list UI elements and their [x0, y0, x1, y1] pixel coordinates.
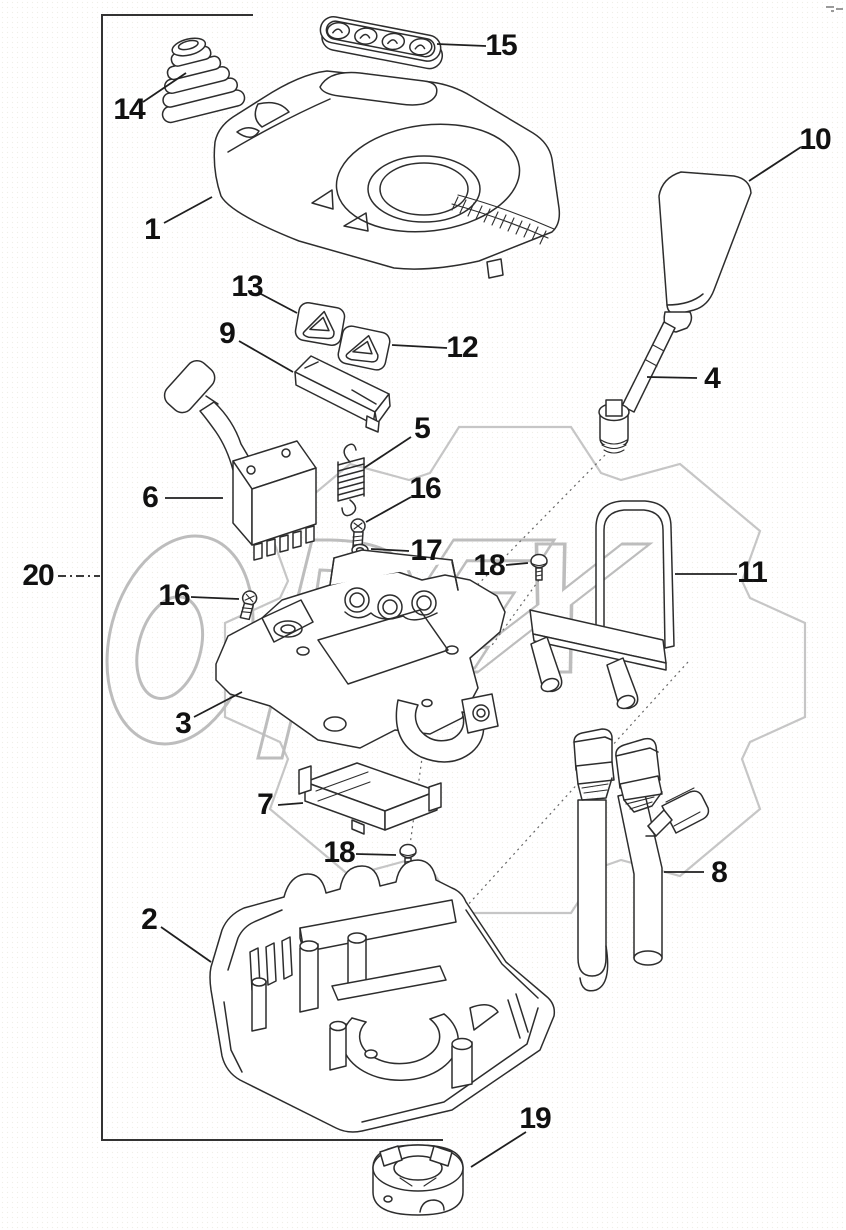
callout-8: 8 — [711, 856, 728, 889]
callout-19: 19 — [519, 1102, 551, 1135]
part-4-lever-shaft — [598, 321, 676, 454]
callout-11: 11 — [737, 556, 768, 589]
callout-15: 15 — [485, 29, 517, 62]
callout-5: 5 — [414, 412, 431, 445]
switch-pins — [253, 525, 315, 561]
shaft-clamp — [395, 693, 499, 763]
callout-10: 10 — [799, 123, 831, 156]
part-8-wiring-harness — [573, 728, 710, 992]
leader-lines — [58, 43, 802, 1168]
callout-9: 9 — [219, 317, 236, 350]
callout-16b: 16 — [158, 579, 190, 612]
part-10-lever-grip — [658, 171, 752, 333]
part-16-screw-upper — [350, 518, 366, 548]
watermark-gear-icon — [223, 425, 807, 915]
callout-18b: 18 — [323, 836, 355, 869]
decal-emblems — [326, 21, 433, 56]
part-9-switch-module — [294, 355, 391, 433]
assembly-group-bracket — [101, 14, 443, 1141]
part-6-trim-switch — [163, 360, 317, 561]
part-7-cover-module — [298, 762, 442, 835]
callout-16a: 16 — [409, 472, 441, 505]
callout-18a: 18 — [473, 549, 505, 582]
callout-12: 12 — [446, 331, 478, 364]
trim-arrows — [311, 189, 369, 232]
callout-7: 7 — [257, 788, 274, 821]
callout-4: 4 — [704, 362, 721, 395]
part-14-rubber-boot — [161, 37, 246, 124]
bracket-pins — [530, 636, 639, 710]
harness-connector-left — [573, 728, 615, 801]
callout-2: 2 — [141, 903, 158, 936]
print-smudge — [826, 6, 843, 12]
part-1-top-cover — [213, 70, 561, 279]
harness-connector-small — [645, 787, 710, 837]
callout-13: 13 — [231, 270, 263, 303]
housing-bosses — [329, 1020, 473, 1089]
part-19-mounting-collar — [372, 1144, 464, 1216]
part-15-decal-plate — [319, 16, 444, 70]
part-3-chassis-plate — [215, 549, 506, 763]
part-13-button-pad-upper — [294, 301, 346, 347]
callout-3: 3 — [175, 707, 192, 740]
part-16-screw-lower — [239, 590, 258, 621]
housing-posts — [251, 932, 367, 1032]
callout-20: 20 — [22, 559, 54, 592]
part-18-screw-upper — [530, 553, 548, 581]
callout-17: 17 — [410, 534, 442, 567]
callout-6: 6 — [142, 481, 159, 514]
grip-ribs — [451, 194, 555, 245]
part-5-spring — [337, 443, 365, 517]
part-11-u-bracket — [529, 500, 675, 710]
part-2-bottom-housing — [209, 859, 556, 1133]
part-12-button-pad-lower — [337, 325, 391, 371]
callout-1: 1 — [144, 213, 161, 246]
callout-14: 14 — [113, 93, 145, 126]
harness-connector-right — [615, 737, 663, 813]
